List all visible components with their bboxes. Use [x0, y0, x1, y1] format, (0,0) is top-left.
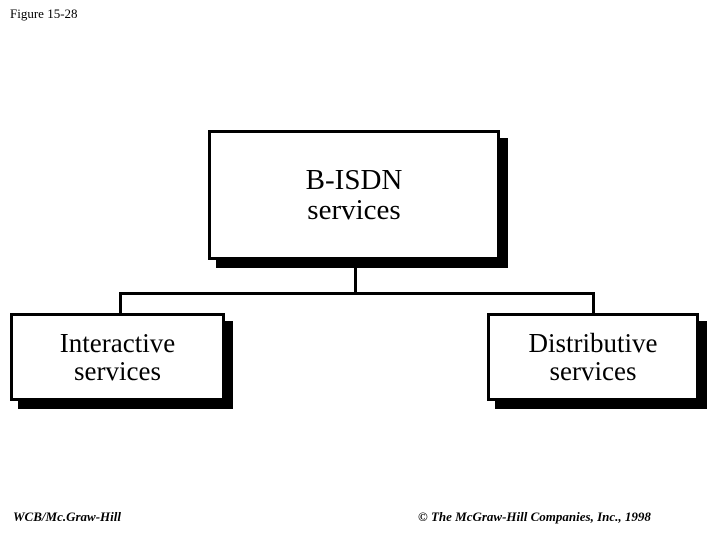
figure-caption: Figure 15-28: [10, 6, 78, 21]
node-label-distributive-services: Distributive services: [528, 327, 658, 386]
connector-horizontal-bus: [119, 292, 595, 295]
node-distributive-services: Distributive services: [487, 313, 699, 401]
footer-publisher: WCB/Mc.Graw-Hill: [13, 509, 121, 524]
node-b-isdn-services: B-ISDN services: [208, 130, 500, 260]
footer-copyright: © The McGraw-Hill Companies, Inc., 1998: [418, 509, 651, 524]
connector-root-stem: [354, 260, 357, 294]
bisdn-services-diagram: B-ISDN services Interactive services Dis…: [10, 130, 707, 409]
connector-drop-interactive: [119, 292, 122, 315]
node-label-interactive-services: Interactive services: [59, 327, 176, 386]
node-interactive-services: Interactive services: [10, 313, 225, 401]
node-label-b-isdn-services: B-ISDN services: [305, 163, 403, 226]
connector-drop-distributive: [592, 292, 595, 315]
